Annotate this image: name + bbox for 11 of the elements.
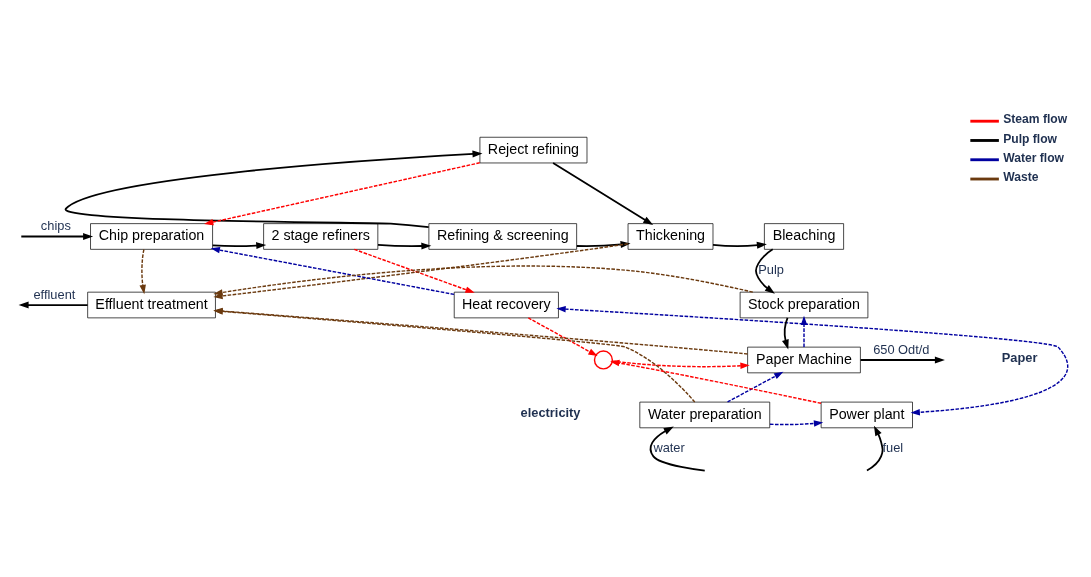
legend-label: Waste <box>1003 170 1039 185</box>
edge-label: Pulp <box>758 261 785 277</box>
edge-label: effluent <box>33 286 76 302</box>
legend-label: Water flow <box>1003 150 1065 165</box>
edge-label: water <box>653 440 685 456</box>
legend-label: Pulp flow <box>1003 131 1058 146</box>
label: electricity <box>520 405 581 421</box>
edge-label: 650 Odt/d <box>873 341 930 357</box>
legend-label: Steam flow <box>1003 112 1068 127</box>
edge-label: chips <box>40 218 71 234</box>
label: Paper <box>1001 350 1038 366</box>
